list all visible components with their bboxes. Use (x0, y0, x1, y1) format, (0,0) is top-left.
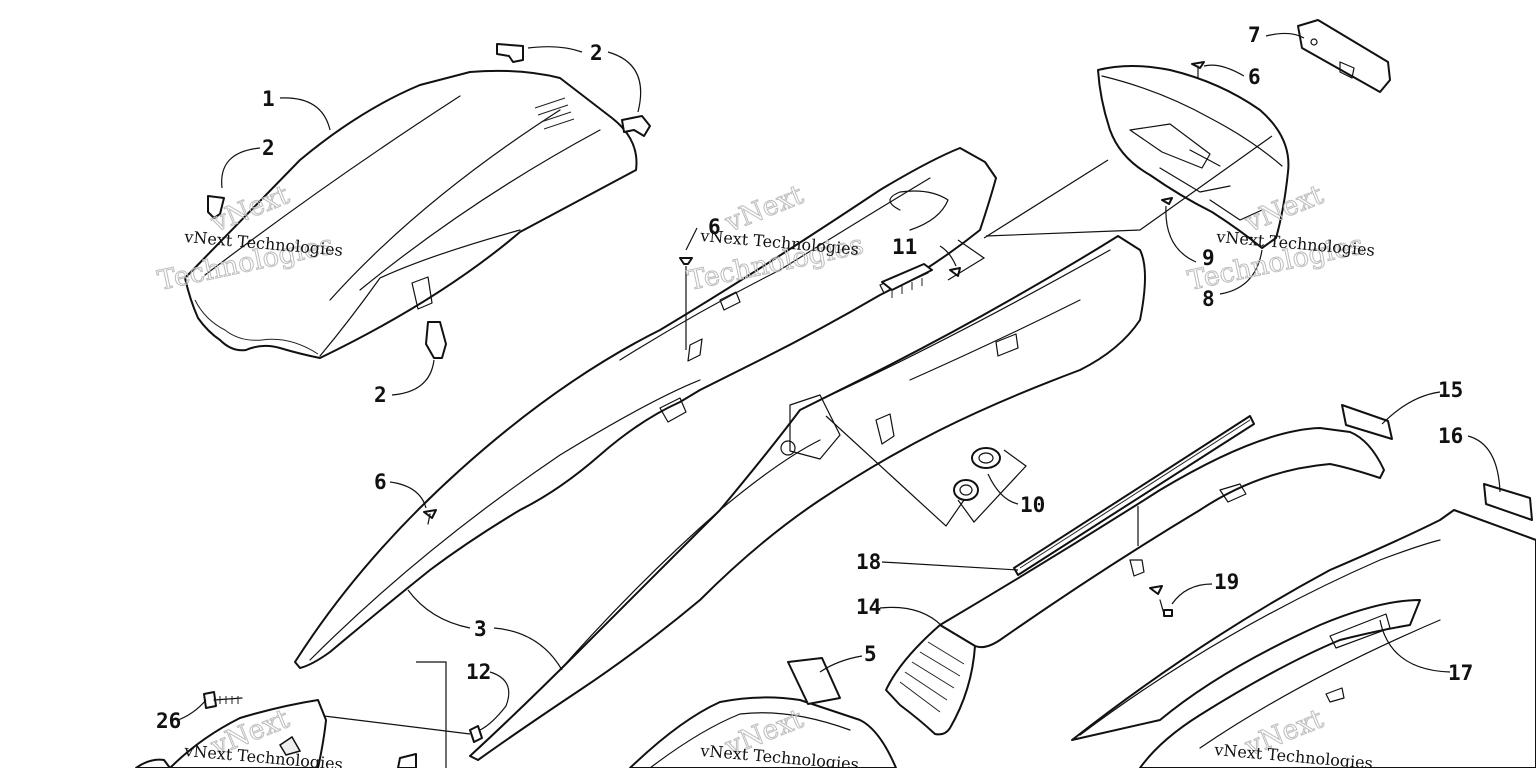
part-clip-2d (425, 321, 447, 359)
callout-26: 26 (156, 709, 181, 733)
callout-2: 2 (262, 136, 275, 160)
part-screw-6a (1191, 61, 1205, 79)
callout-5: 5 (864, 642, 877, 666)
part-hood-cover (184, 69, 638, 359)
part-clip-2a (496, 43, 524, 63)
callout-6: 6 (374, 470, 387, 494)
callout-1: 1 (262, 87, 275, 111)
part-decal-16 (1483, 483, 1533, 521)
part-decal-15 (1341, 404, 1393, 440)
part-rear-panel (1097, 65, 1290, 249)
part-bracket-left (135, 699, 417, 768)
part-screw-6c (423, 509, 437, 525)
part-bumper (1071, 509, 1536, 768)
part-screw-9 (1161, 197, 1173, 205)
part-grommets (953, 447, 1001, 501)
callout-17: 17 (1448, 661, 1473, 685)
callout-12: 12 (466, 660, 491, 684)
part-seat-base (629, 696, 897, 768)
callout-2: 2 (590, 41, 603, 65)
callout-2: 2 (374, 383, 387, 407)
callout-11: 11 (892, 235, 917, 259)
callout-6: 6 (1248, 65, 1261, 89)
callout-15: 15 (1438, 378, 1463, 402)
callout-labels: 1 2 2 2 3 5 6 6 6 7 8 9 10 11 12 14 15 1… (156, 23, 1473, 733)
callout-14: 14 (856, 595, 881, 619)
leader-lines (177, 32, 1501, 768)
part-clip-2c (207, 195, 225, 219)
part-tail-light (1297, 19, 1391, 93)
part-clip-12 (469, 725, 483, 743)
callout-16: 16 (1438, 424, 1463, 448)
part-bolt-26 (203, 691, 243, 709)
part-footrest-bar (885, 427, 1385, 736)
callout-8: 8 (1202, 287, 1215, 311)
part-decal-5 (787, 657, 841, 705)
part-screw-19 (1149, 585, 1173, 617)
part-screw-6b (679, 257, 693, 265)
callout-10: 10 (1020, 493, 1045, 517)
callout-3: 3 (474, 617, 487, 641)
callout-18: 18 (856, 550, 881, 574)
part-screw-11 (949, 267, 961, 277)
callout-19: 19 (1214, 570, 1239, 594)
callout-6: 6 (708, 215, 721, 239)
callout-7: 7 (1248, 23, 1261, 47)
part-side-panel-right (469, 235, 1146, 761)
part-clip-11 (881, 263, 933, 298)
callout-9: 9 (1202, 246, 1215, 270)
part-trim-strip (1013, 415, 1255, 576)
part-clip-2b (621, 115, 651, 137)
